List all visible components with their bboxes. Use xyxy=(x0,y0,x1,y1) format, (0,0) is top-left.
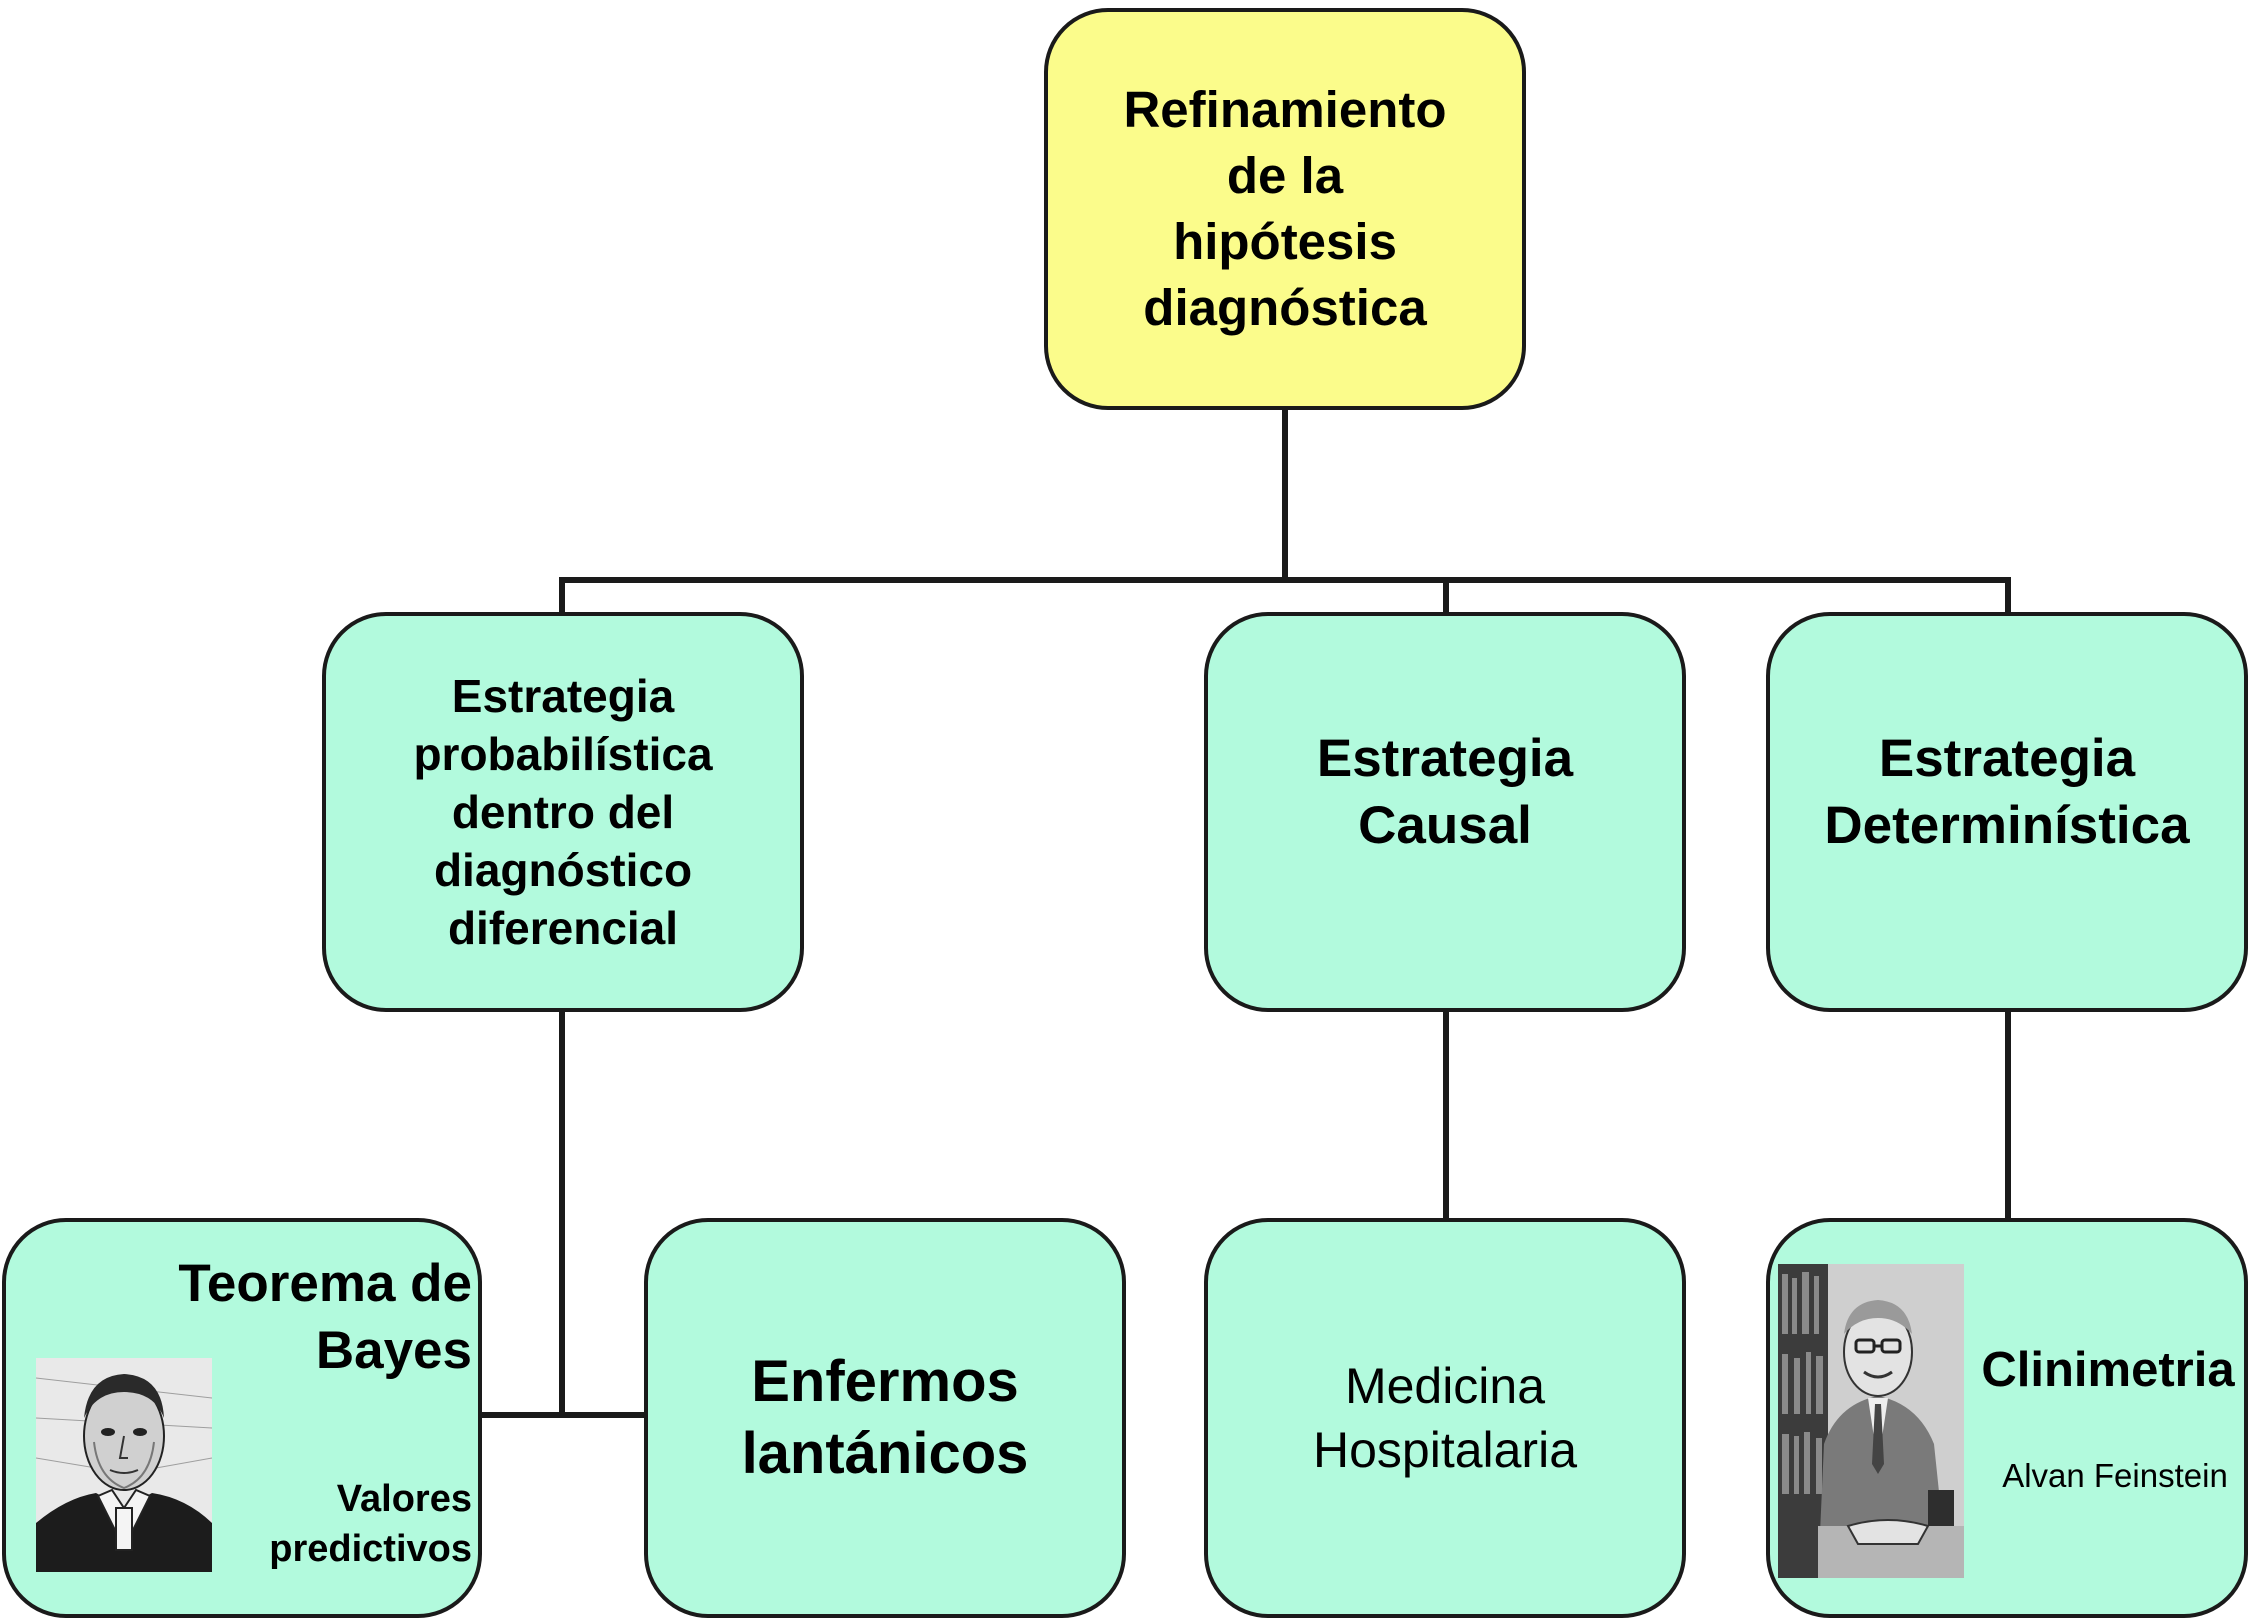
bayes-title-line-1: Teorema de xyxy=(178,1254,472,1313)
clinimetria-title: Clinimetria xyxy=(1981,1343,2235,1397)
prob-line-4: diagnóstico xyxy=(433,844,693,896)
root-node: Refinamiento de la hipótesis diagnóstica xyxy=(1044,8,1526,410)
det-line-2: Determinística xyxy=(1824,796,2190,855)
node-enfermos-lantanicos: Enfermos lantánicos xyxy=(644,1218,1126,1618)
node-teorema-de-bayes: Teorema de Bayes Valores predictivos xyxy=(2,1218,482,1618)
root-line-1: Refinamiento xyxy=(1123,81,1447,138)
node-medicina-hospitalaria: Medicina Hospitalaria xyxy=(1204,1218,1686,1618)
bayes-title-line-2: Bayes xyxy=(315,1321,472,1380)
prob-line-5: diferencial xyxy=(447,902,679,954)
node-estrategia-causal: Estrategia Causal xyxy=(1204,612,1686,1012)
prob-line-3: dentro del xyxy=(451,786,675,838)
root-line-4: diagnóstica xyxy=(1143,279,1427,336)
root-line-2: de la xyxy=(1226,147,1344,204)
bayes-subtitle-line-1: Valores xyxy=(336,1478,472,1520)
bayes-portrait-icon xyxy=(36,1358,212,1572)
det-line-1: Estrategia xyxy=(1878,729,2136,788)
feinstein-photo-icon xyxy=(1778,1264,1964,1578)
node-estrategia-probabilistica: Estrategia probabilística dentro del dia… xyxy=(322,612,804,1012)
prob-line-2: probabilística xyxy=(413,728,713,780)
lantanicos-line-1: Enfermos xyxy=(751,1349,1019,1414)
clinimetria-caption: Alvan Feinstein xyxy=(2002,1457,2228,1494)
causal-line-2: Causal xyxy=(1358,796,1532,855)
prob-line-1: Estrategia xyxy=(451,670,675,722)
bayes-subtitle-line-2: predictivos xyxy=(269,1528,472,1570)
node-estrategia-deterministica: Estrategia Determinística xyxy=(1766,612,2248,1012)
root-line-3: hipótesis xyxy=(1173,213,1397,270)
medicina-line-2: Hospitalaria xyxy=(1312,1422,1577,1478)
bayes-title: Teorema de Bayes xyxy=(178,1250,472,1384)
node-clinimetria: Clinimetria Alvan Feinstein xyxy=(1766,1218,2248,1618)
bayes-subtitle: Valores predictivos xyxy=(269,1474,472,1574)
lantanicos-line-2: lantánicos xyxy=(741,1421,1029,1486)
causal-line-1: Estrategia xyxy=(1316,729,1574,788)
medicina-line-1: Medicina xyxy=(1344,1358,1546,1414)
